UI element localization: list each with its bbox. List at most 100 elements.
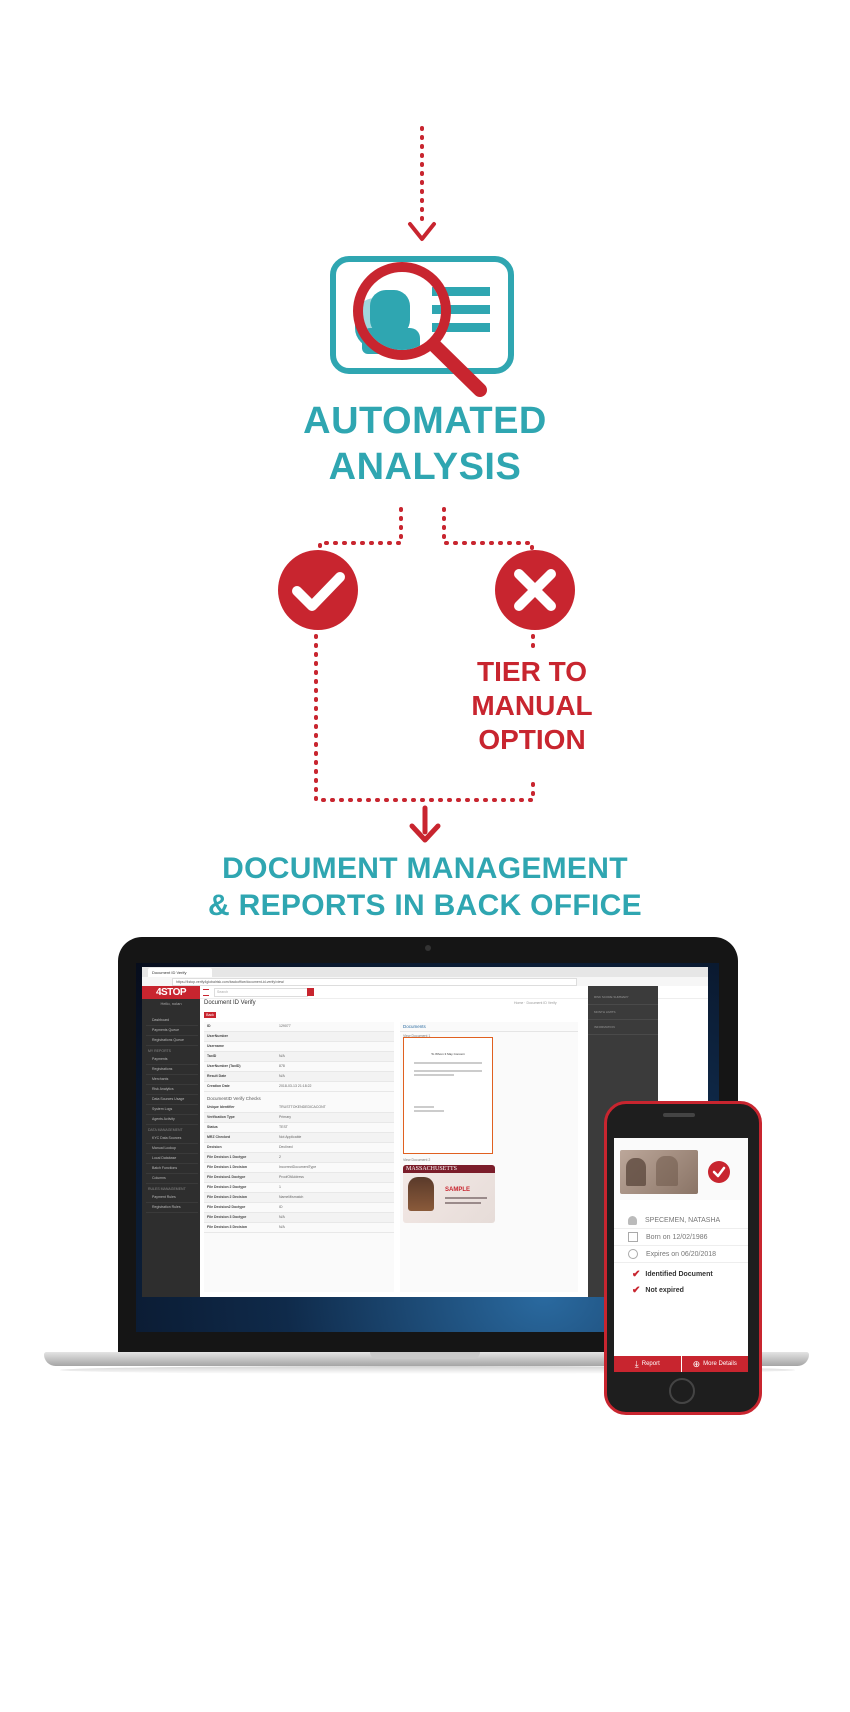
view-doc1-link[interactable]: View Document 1 (403, 1034, 431, 1038)
sidebar-item[interactable]: Columns (146, 1174, 198, 1184)
letter-title: To Whom It May Concern (431, 1052, 465, 1056)
view-doc2-link[interactable]: View Document 2 (403, 1158, 431, 1162)
license-photo (408, 1177, 434, 1211)
table-key: UserNumber (TaxID) (207, 1064, 241, 1068)
table-key: File Decision2 Doctype (207, 1205, 246, 1209)
app-logo[interactable]: 4STOP (142, 986, 200, 999)
drivers-license-thumbnail[interactable]: MASSACHUSETTS SAMPLE (403, 1165, 495, 1223)
id-face-ghost (656, 1156, 678, 1186)
sidebar-item[interactable]: Registrations (146, 1065, 198, 1075)
table-key: Decision (207, 1145, 222, 1149)
sidebar-item[interactable]: Merchants (146, 1075, 198, 1085)
table-value: ProofOfAddress (279, 1175, 304, 1179)
sidebar-item[interactable]: Dashboard (146, 1016, 198, 1026)
id-card-magnifier-icon (330, 256, 514, 397)
laptop-notch (370, 1352, 480, 1359)
person-icon (628, 1215, 637, 1225)
sidebar-item[interactable]: Manual Lookup (146, 1144, 198, 1154)
born-date: Born on 12/02/1986 (646, 1233, 708, 1241)
check-circle-icon (278, 550, 358, 630)
check2-label: Not expired (645, 1286, 684, 1294)
zoom-icon: ⊕ (692, 1358, 701, 1369)
documents-heading: Documents (400, 1022, 578, 1032)
automated-line1: AUTOMATED (303, 400, 547, 442)
merge-dotted (314, 634, 535, 802)
born-row: Born on 12/02/1986 (614, 1229, 748, 1246)
breadcrumb[interactable]: Home · Document ID Verify (514, 1001, 557, 1005)
right-panel-item[interactable]: RISK SCORE SUMMARY (588, 990, 658, 1005)
letter-line (414, 1062, 482, 1064)
sidebar-item[interactable]: Payments Queue (146, 1026, 198, 1036)
table-key: File Decision 3 Decision (207, 1225, 248, 1229)
letter-line (414, 1074, 454, 1076)
sidebar-item[interactable]: Risk Analytics (146, 1085, 198, 1095)
report-label: Report (641, 1361, 660, 1367)
table-key: File Decision 2 Decision (207, 1195, 248, 1199)
table-key: ID (207, 1024, 211, 1028)
automated-line2: ANALYSIS (328, 446, 522, 488)
flow-diagram (278, 126, 575, 843)
table-value: NameMismatch (279, 1195, 304, 1199)
table-row: UserNumber (204, 1032, 394, 1042)
expiry-date: Expires on 06/20/2018 (646, 1250, 717, 1258)
sidebar-item[interactable]: Batch Functions (146, 1164, 198, 1174)
browser-tab[interactable]: Document ID Verify (148, 968, 212, 977)
sidebar-section-heading: MY REPORTS (148, 1049, 172, 1053)
letter-line (414, 1110, 444, 1112)
expires-row: Expires on 06/20/2018 (614, 1246, 748, 1263)
phone-action-bar: ⤓ Report ⊕ More Details (614, 1356, 748, 1372)
sidebar-item[interactable]: Registration Rules (146, 1203, 198, 1213)
x-circle-icon (495, 550, 575, 630)
url-field[interactable]: https://4stop.verify4globalrisk.com/back… (172, 978, 577, 986)
report-button[interactable]: ⤓ Report (614, 1356, 682, 1372)
sidebar-item[interactable]: Data Sources Usage (146, 1095, 198, 1105)
license-line (445, 1197, 487, 1199)
table-key: File Decision 2 Doctype (207, 1185, 247, 1189)
sidebar-item[interactable]: Registrations Queue (146, 1036, 198, 1046)
right-panel-item[interactable]: MONTH LIMITS (588, 1005, 658, 1020)
calendar-icon (628, 1232, 638, 1242)
laptop-camera (425, 945, 431, 951)
tier-to-manual-label: TIER TO MANUAL OPTION (432, 655, 632, 757)
sidebar-item[interactable]: KYC Data Sources (146, 1134, 198, 1144)
back-button[interactable]: Back (204, 1012, 216, 1018)
table-key: Username (207, 1044, 224, 1048)
document-letter-thumbnail[interactable]: To Whom It May Concern (403, 1037, 493, 1154)
sidebar-item[interactable]: System Logs (146, 1105, 198, 1115)
table-key: File Decision 1 Doctype (207, 1155, 247, 1159)
manual-line3: OPTION (478, 724, 586, 755)
more-details-button[interactable]: ⊕ More Details (681, 1356, 748, 1372)
table-value: TRUSTTOKENDEDICACONT (279, 1105, 326, 1109)
menu-icon[interactable] (203, 989, 209, 996)
sidebar-section-heading: RULES MANAGEMENT (148, 1187, 186, 1191)
check1-row: ✔ Identified Document (614, 1266, 748, 1282)
table-key: Verification Type (207, 1115, 235, 1119)
manual-line2: MANUAL (471, 690, 593, 721)
phone-home-button[interactable] (669, 1378, 695, 1404)
license-line (445, 1202, 481, 1204)
table-key: Creation Date (207, 1084, 230, 1088)
name-row: SPECEMEN, NATASHA (614, 1212, 748, 1229)
right-panel-item[interactable]: INFORMATION (588, 1020, 658, 1035)
table-value: 878 (279, 1064, 285, 1068)
table-row: File Decision 2 Decision NameMismatch (204, 1193, 394, 1203)
sidebar-item[interactable]: Payments (146, 1055, 198, 1065)
phone-header (614, 1138, 748, 1200)
sidebar-item[interactable]: Payment Rules (146, 1193, 198, 1203)
sidebar-item[interactable]: Agents Activity (146, 1115, 198, 1125)
search-input[interactable]: Search (214, 988, 308, 997)
sidebar-item[interactable]: Local Database (146, 1154, 198, 1164)
bottom-arrowhead (409, 823, 441, 843)
search-icon[interactable] (307, 988, 314, 996)
table-value: 1 (279, 1185, 281, 1189)
automated-analysis-title: AUTOMATED ANALYSIS (225, 398, 625, 490)
